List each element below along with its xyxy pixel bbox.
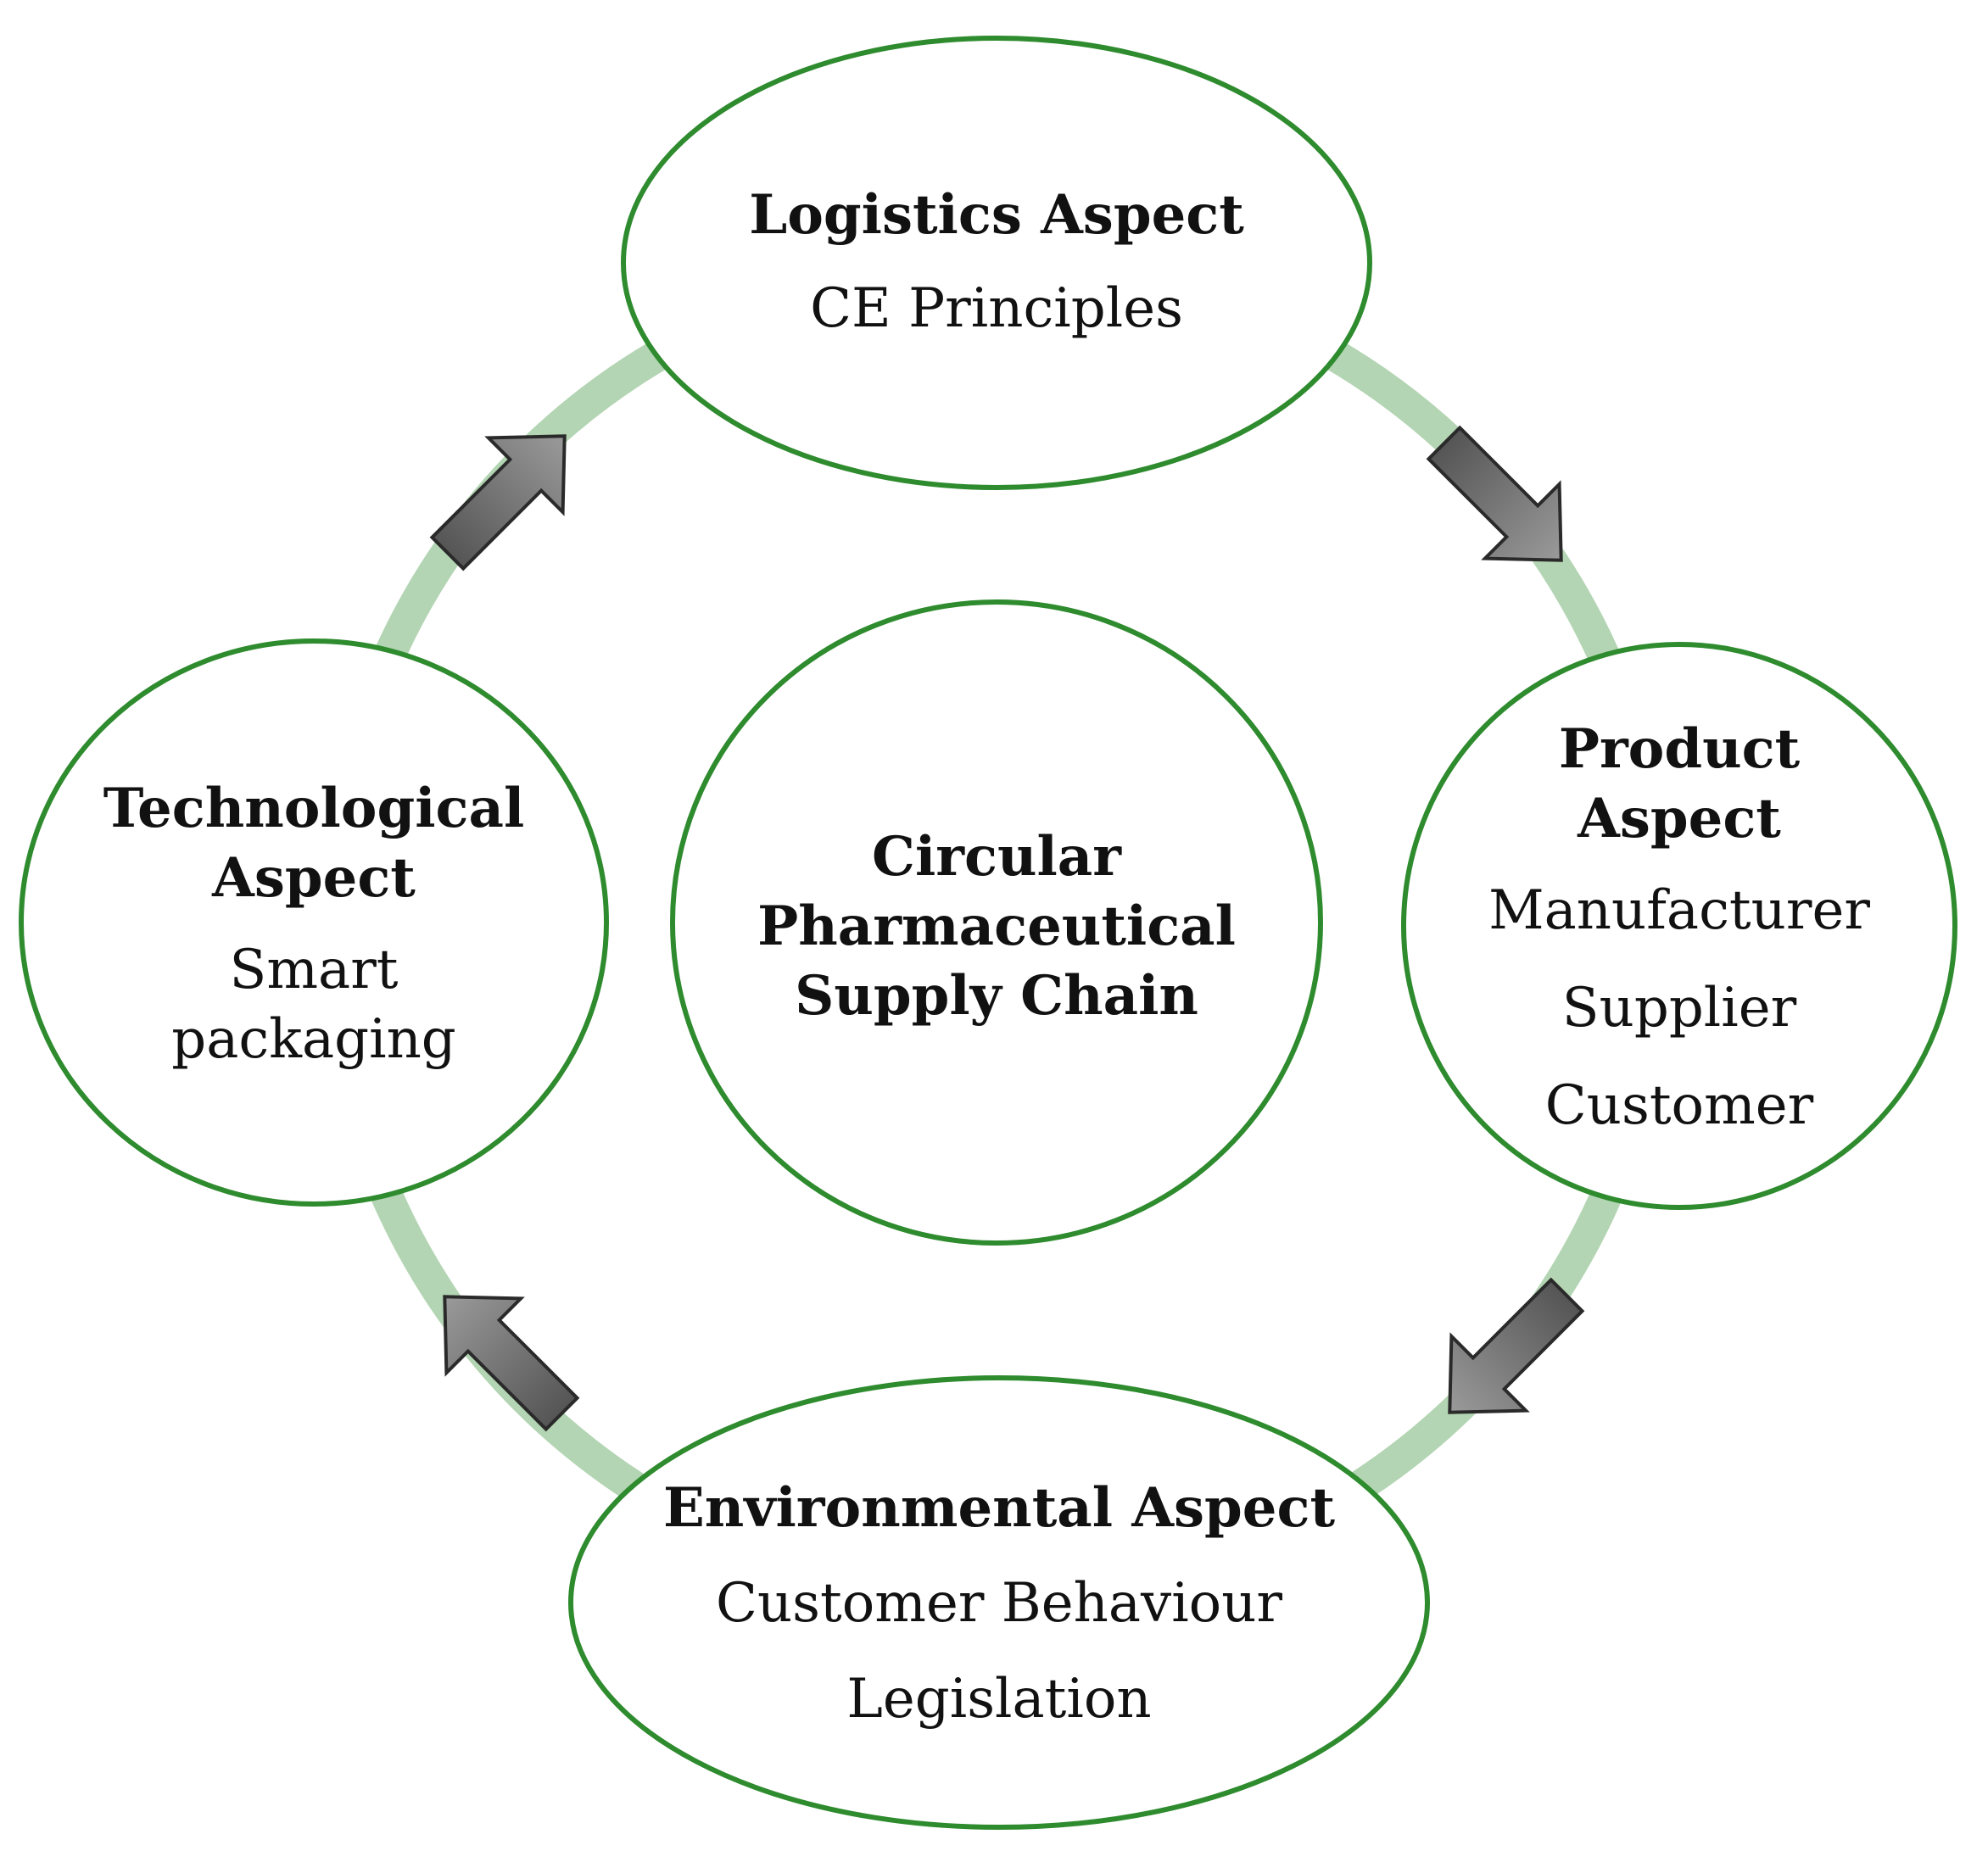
flow-arrows — [429, 425, 1585, 1432]
environmental-item: Customer Behaviour — [716, 1572, 1282, 1635]
product-title-line: Product — [1559, 717, 1801, 781]
product-item: Manufacturer — [1488, 879, 1870, 942]
node-environmental: Environmental Aspect Customer Behaviour … — [568, 1375, 1430, 1830]
technological-item: Smart — [230, 939, 399, 1001]
arrow-down-left-icon — [1448, 1277, 1585, 1414]
product-title-line: Aspect — [1577, 787, 1781, 850]
technological-title-line: Aspect — [211, 846, 416, 910]
node-technological: Technological Aspect Smart packaging — [19, 638, 609, 1207]
center-title-line: Circular — [872, 825, 1122, 889]
logistics-node-shape — [621, 36, 1372, 490]
technological-title-line: Technological — [103, 777, 525, 840]
technological-item: packaging — [171, 1008, 456, 1071]
logistics-item: CE Principles — [810, 277, 1183, 340]
product-item: Customer — [1545, 1074, 1814, 1137]
center-title-line: Pharmaceutical — [757, 895, 1236, 958]
node-logistics: Logistics Aspect CE Principles — [621, 36, 1372, 490]
center-node-shape — [670, 599, 1323, 1246]
arrow-down-right-icon — [1426, 425, 1563, 562]
environmental-node-shape — [568, 1375, 1430, 1830]
node-product: Product Aspect Manufacturer Supplier Cus… — [1401, 642, 1957, 1210]
product-item: Supplier — [1562, 977, 1797, 1040]
arrow-up-left-icon — [443, 1295, 580, 1432]
environmental-item: Legislation — [846, 1668, 1151, 1731]
arrow-up-right-icon — [429, 434, 567, 571]
environmental-title: Environmental Aspect — [663, 1476, 1335, 1540]
node-center: Circular Pharmaceutical Supply Chain — [670, 599, 1323, 1246]
technological-node-shape — [19, 638, 609, 1207]
logistics-title: Logistics Aspect — [749, 183, 1244, 247]
product-node-shape — [1401, 642, 1957, 1210]
center-title-line: Supply Chain — [795, 964, 1198, 1028]
